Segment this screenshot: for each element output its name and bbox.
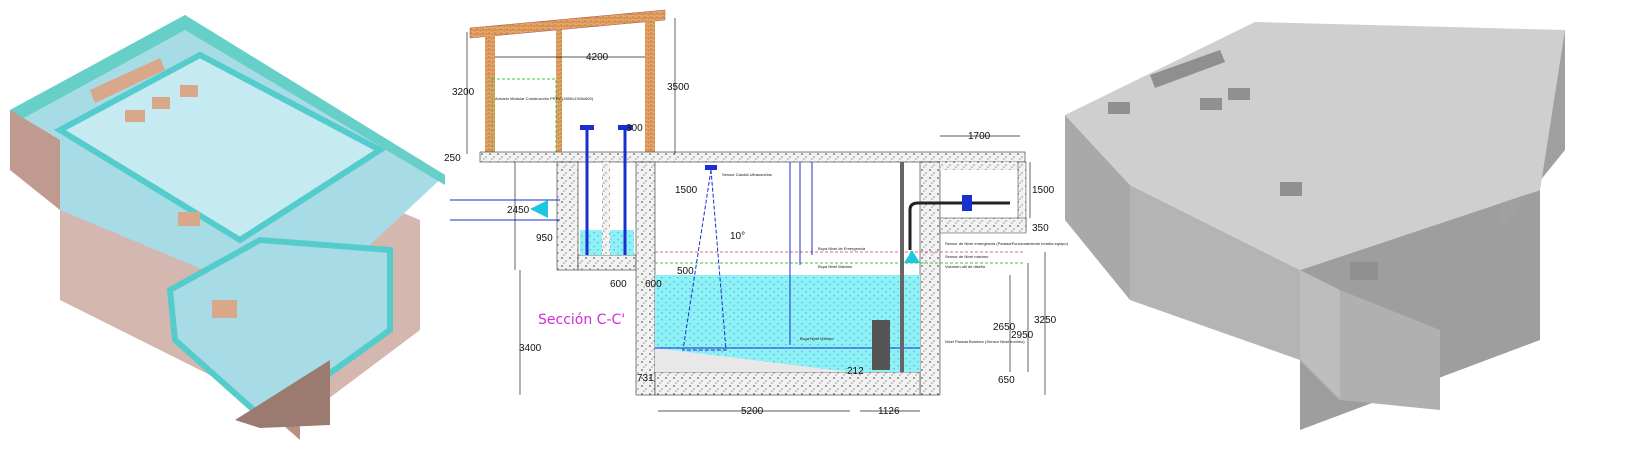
flow-sensor-icon [705, 165, 717, 170]
angle-text: 10° [730, 231, 745, 242]
d650-text: 650 [998, 375, 1015, 386]
d1500b-text: 1500 [1032, 185, 1055, 196]
d1126-text: 1126 [878, 406, 900, 417]
sensor-emergency-text: Sensor de Nivel emergencia (Parada/Funci… [945, 241, 1069, 246]
model-3d-solid [1065, 22, 1565, 430]
roof [469, 9, 666, 39]
wall-left [485, 32, 495, 154]
d3400-text: 3400 [519, 343, 542, 354]
d3200-text: 3200 [452, 87, 475, 98]
d731-text: 731 [637, 373, 654, 384]
d5200-text: 5200 [741, 406, 764, 417]
sensor-max-text: Sensor de Nivel máximo [945, 254, 989, 259]
d3250-text: 3250 [1034, 315, 1057, 326]
d2650-text: 2650 [993, 322, 1016, 333]
pump-pipes [585, 130, 627, 255]
d2450-text: 2450 [507, 205, 530, 216]
d1700-text: 1700 [968, 131, 991, 142]
stop-level-text: Nivel Parada Bombeo (Sensor Nivel mínimo… [945, 339, 1025, 344]
d500-text: 500 [677, 266, 694, 277]
section-drawing: Armario Modular Construcción PRFV (2800x… [444, 9, 1069, 417]
d600a-text: 600 [610, 279, 627, 290]
pump-icon [872, 320, 890, 370]
d350-text: 350 [1032, 223, 1049, 234]
d212-text: 212 [847, 366, 864, 377]
float-min-text: Boya Nivel Mínimo [800, 336, 834, 341]
model-3d-transparent [10, 15, 445, 440]
float-max-text: Boya Nivel Máximo [818, 264, 853, 269]
d250-text: 250 [444, 153, 461, 164]
useful-volume-text: Volumen útil de diseño [945, 264, 986, 269]
d3500-text: 3500 [667, 82, 690, 93]
d300-text: 300 [626, 123, 643, 134]
section-title: Sección C-C' [538, 312, 625, 328]
d950-text: 950 [536, 233, 553, 244]
d600b-text: 600 [645, 279, 662, 290]
d1500a-text: 1500 [675, 185, 698, 196]
flow-sensor-text: Sensor Caudal Ultrasonidos [722, 172, 772, 177]
d4200-text: 4200 [586, 52, 609, 63]
valve-icon [962, 195, 972, 211]
float-emergency-text: Boya Nivel de Emergencia [818, 246, 866, 251]
inlet-arrow-icon [530, 200, 548, 218]
d2950-text: 2950 [1011, 330, 1034, 341]
cabinet-label: Armario Modular Construcción PRFV (2800x… [495, 96, 594, 101]
